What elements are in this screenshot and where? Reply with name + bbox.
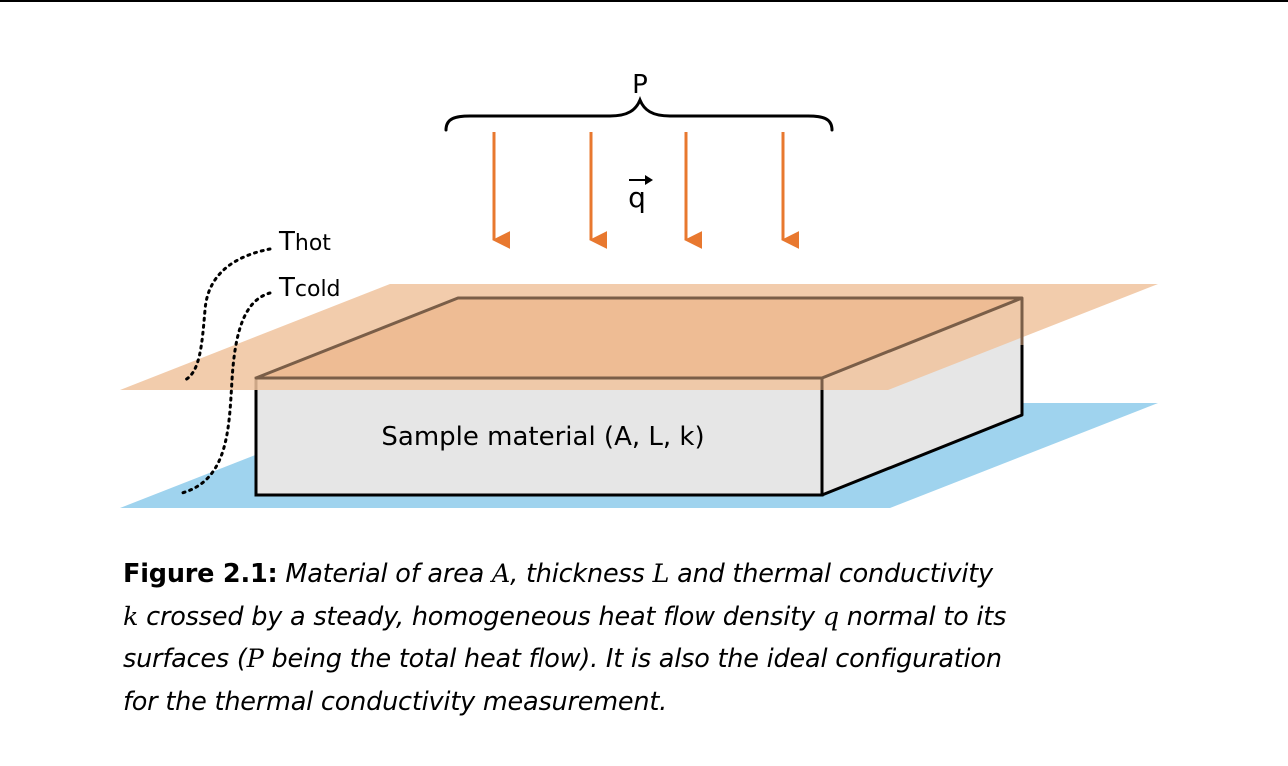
caption-text: , thickness bbox=[510, 559, 653, 589]
symbol-flux: q bbox=[822, 601, 839, 632]
hot-label-main: T bbox=[278, 227, 295, 257]
hot-leader-line bbox=[183, 247, 272, 382]
symbol-total-flow: P bbox=[246, 644, 264, 674]
figure-caption: Figure 2.1: Material of area A, thicknes… bbox=[123, 553, 1173, 723]
total-flow-label: P bbox=[632, 70, 648, 100]
symbol-area: A bbox=[491, 559, 511, 589]
top-rule bbox=[0, 0, 1288, 2]
symbol-conductivity: k bbox=[123, 601, 139, 632]
caption-text: normal to its bbox=[838, 601, 1007, 632]
caption-text: and thermal conductivity bbox=[669, 559, 993, 589]
hot-label-sub: hot bbox=[295, 231, 331, 256]
caption-text: surfaces ( bbox=[123, 644, 247, 674]
cold-leader-line bbox=[180, 291, 272, 495]
cold-label-main: T bbox=[278, 273, 295, 303]
figure-label: Figure 2.1: bbox=[123, 559, 278, 589]
vector-arrowhead-icon bbox=[645, 175, 653, 185]
cold-label-sub: cold bbox=[295, 277, 341, 302]
caption-text: for the thermal conductivity measurement… bbox=[123, 686, 668, 717]
sample-label: Sample material (A, L, k) bbox=[381, 422, 704, 452]
caption-text: Material of area bbox=[285, 559, 492, 589]
heat-flow-diagram: Sample material (A, L, k) P q Thot Tcold bbox=[120, 70, 1158, 508]
cold-temperature-label: Tcold bbox=[278, 273, 341, 303]
sample-front-face bbox=[254, 376, 824, 497]
total-flow-brace bbox=[444, 95, 834, 132]
flux-label: q bbox=[628, 181, 646, 214]
symbol-thickness: L bbox=[652, 559, 670, 589]
caption-text: crossed by a steady, homogeneous heat fl… bbox=[138, 601, 823, 632]
caption-text: being the total heat flow). It is also t… bbox=[263, 644, 1002, 674]
hot-temperature-label: Thot bbox=[278, 227, 331, 257]
